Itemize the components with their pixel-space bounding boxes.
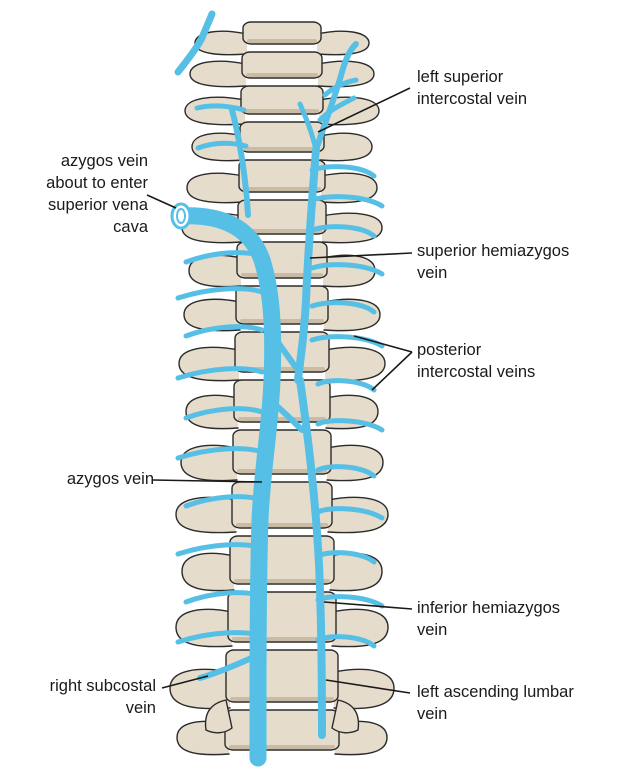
intervertebral-disc [244,147,320,151]
label-azygos-vein: azygos vein [67,468,154,490]
transverse-process-left [182,553,234,590]
label-left-superior-intercostal-vein: left superior intercostal vein [417,66,527,110]
label-right-subcostal-vein: right subcostal vein [50,675,156,719]
leader-inferior-hemiazygos [324,602,412,609]
intervertebral-disc [240,319,324,323]
transverse-process-right [317,31,369,54]
intervertebral-disc [247,39,317,43]
transverse-process-right [320,133,372,160]
leader-azygos-enter [147,195,176,208]
label-azygos-vein-enter: azygos vein about to enter superior vena… [46,150,148,238]
transverse-process-right [323,255,375,286]
label-superior-hemiazygos-vein: superior hemiazygos vein [417,240,569,284]
intervertebral-disc [246,73,318,77]
vertebral-body [233,430,331,474]
intervertebral-disc [229,745,335,749]
label-inferior-hemiazygos-vein: inferior hemiazygos vein [417,597,560,641]
vertebral-column [170,22,394,755]
intervertebral-disc [245,109,319,113]
label-posterior-intercostal-veins: posterior intercostal veins [417,339,535,383]
vertebral-body [234,380,330,422]
transverse-process-left [187,173,243,202]
transverse-process-right [325,347,385,380]
transverse-process-right [330,553,382,590]
intervertebral-disc [234,579,330,583]
transverse-process-left [190,61,246,86]
leader-azygos [153,480,262,482]
label-left-ascending-lumbar-vein: left ascending lumbar vein [417,681,574,725]
intervertebral-disc [238,417,326,421]
